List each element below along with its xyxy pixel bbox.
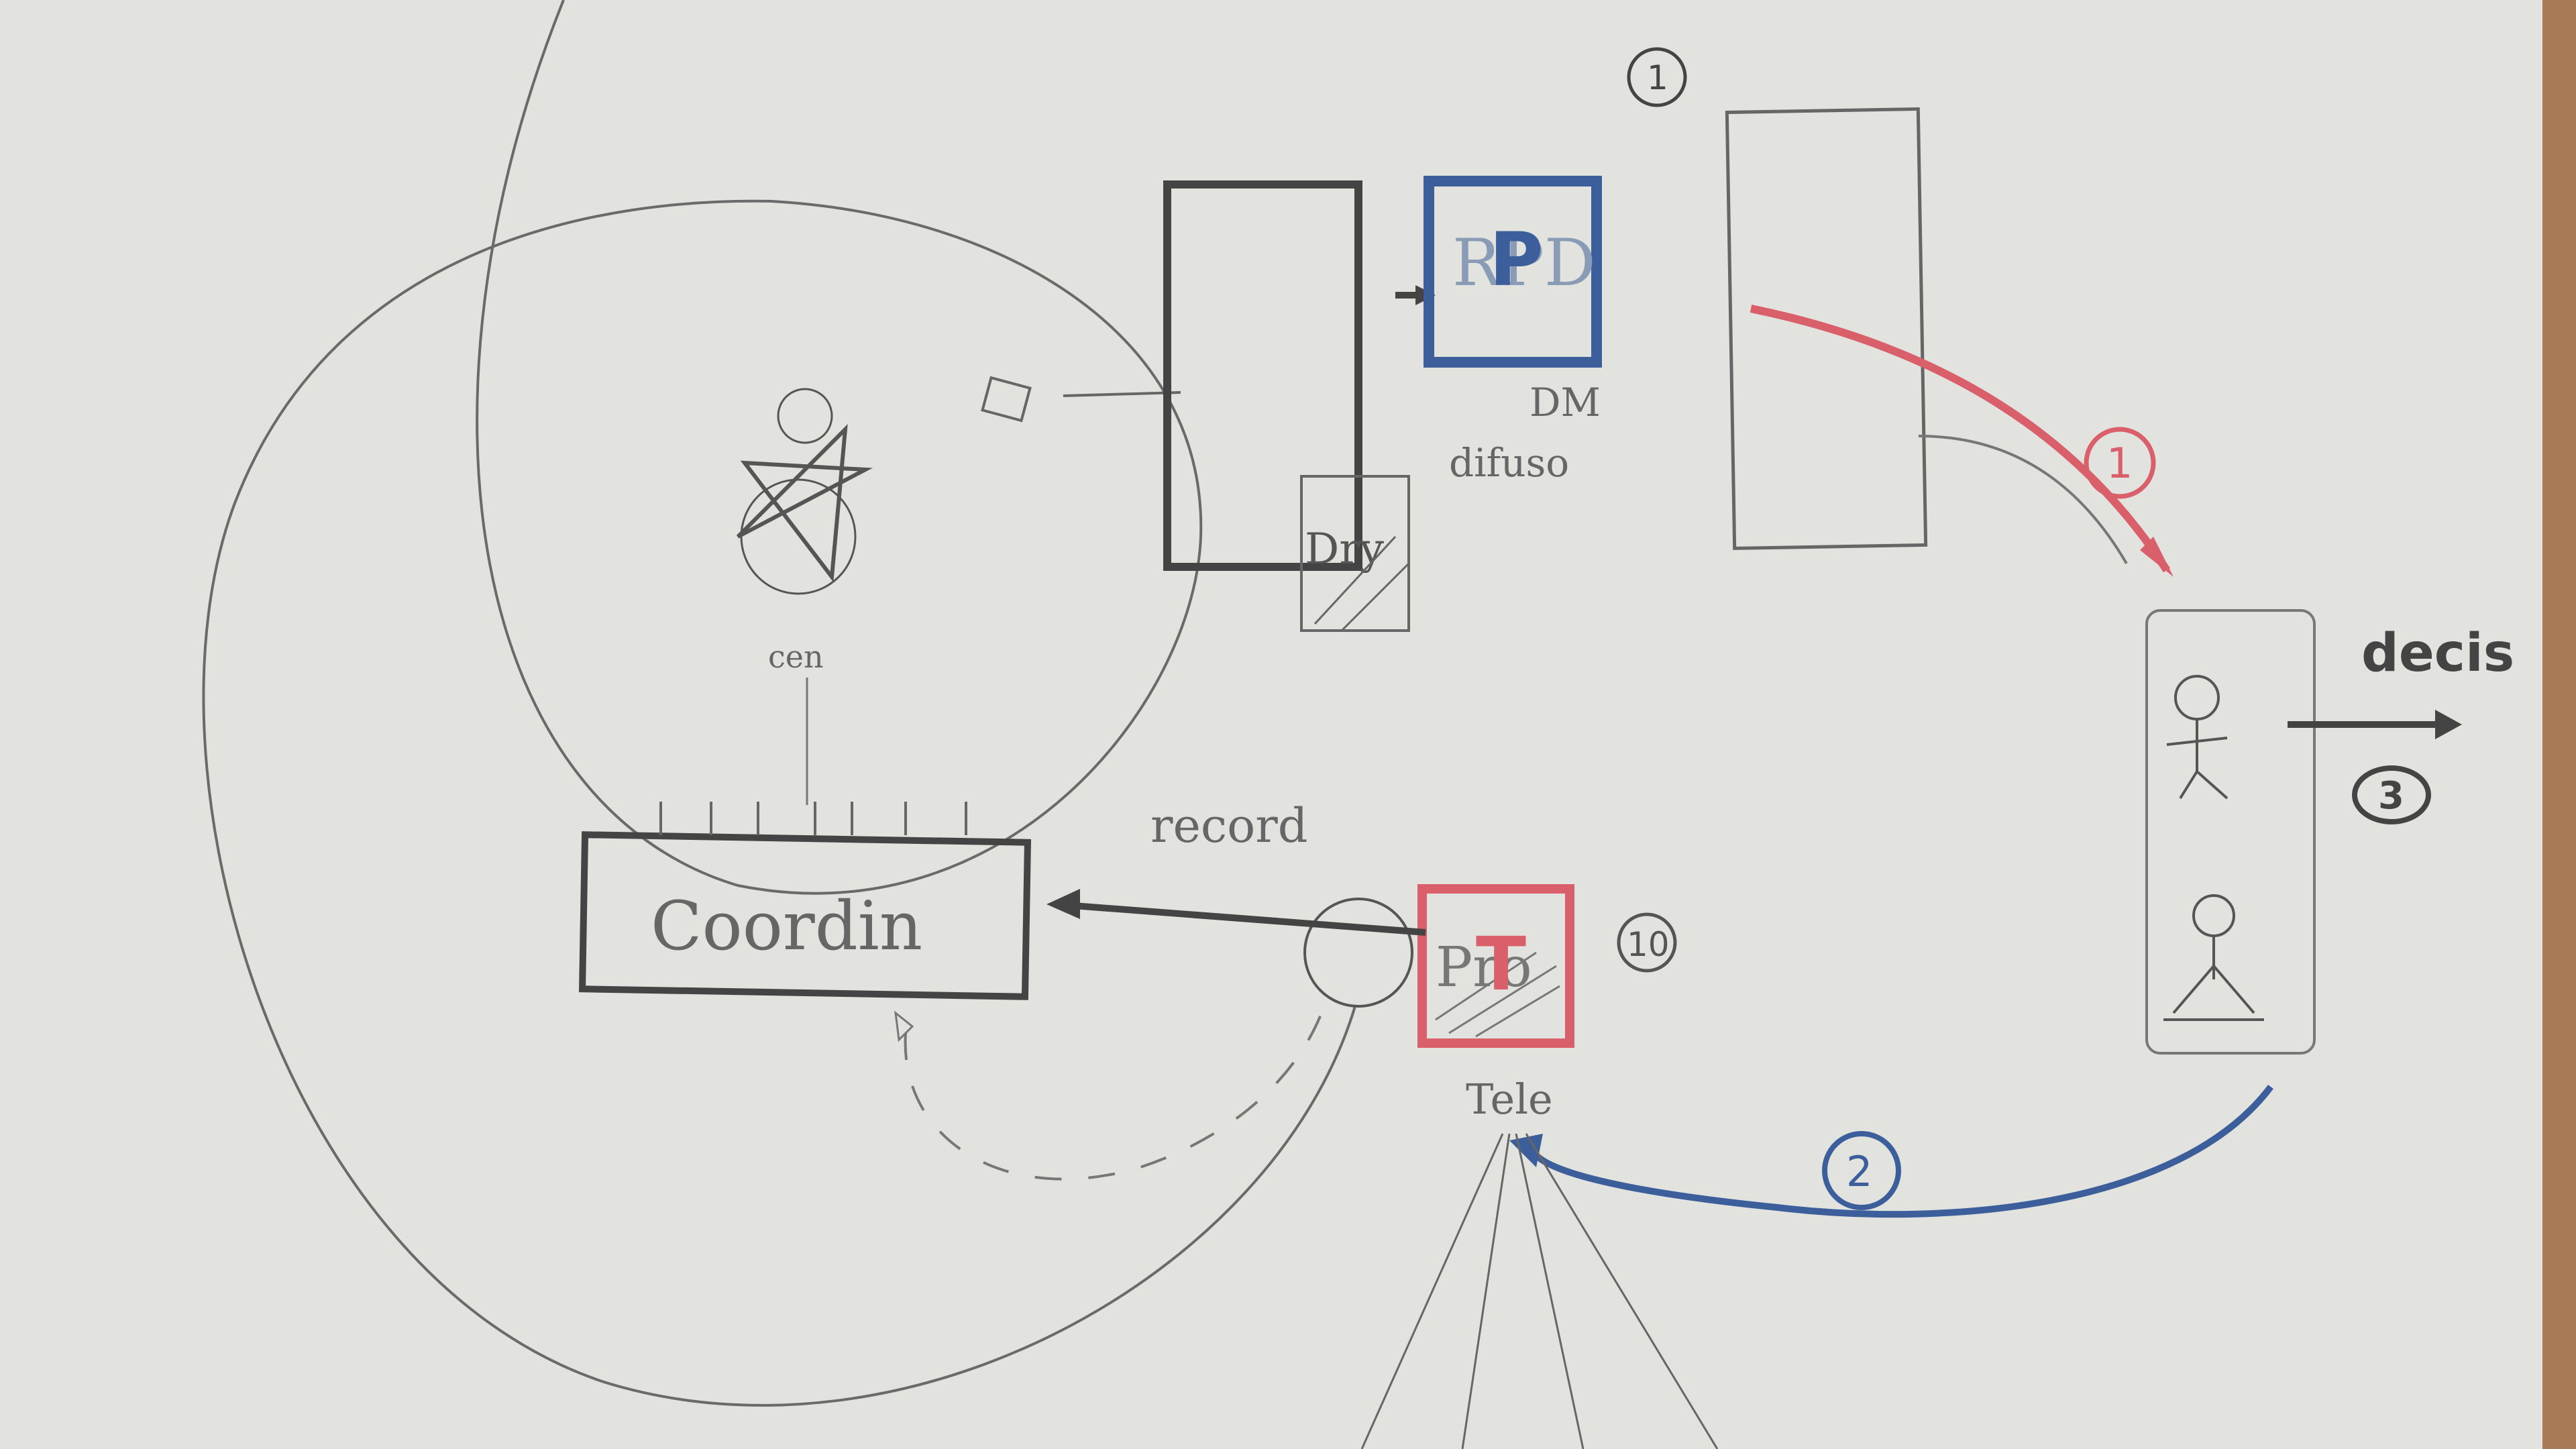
decision-label: decis — [2361, 623, 2514, 684]
person-icon-seated — [2163, 894, 2264, 1021]
blue-box — [1424, 176, 1602, 368]
tall-dark-rectangle — [1163, 180, 1362, 571]
circle-one-top — [1627, 47, 1687, 107]
circle-ten-text: 10 — [1627, 925, 1670, 964]
red-arrow-number: 1 — [2106, 439, 2133, 488]
record-label: record — [1150, 798, 1308, 853]
tele-label: Tele — [1466, 1075, 1553, 1124]
hatched-box — [1300, 475, 1410, 632]
tele-fan-lines — [1360, 1133, 1719, 1449]
coordin-ticks — [659, 802, 967, 835]
dm-label-line1: DM — [1529, 380, 1601, 425]
blue-arrow-number: 2 — [1846, 1147, 1872, 1196]
coordin-box-label: Coordin — [651, 887, 922, 965]
person-icon — [2166, 675, 2229, 800]
people-box — [2145, 609, 2316, 1055]
dashed-arc — [904, 992, 1330, 1181]
red-arrow-number-circle — [2084, 427, 2156, 499]
circle-one-top-text: 1 — [1647, 58, 1668, 97]
circle-ten — [1617, 912, 1677, 973]
star-symbol — [736, 388, 873, 595]
red-arrow — [1750, 305, 2171, 573]
red-box-scribble: Pro — [1436, 936, 1532, 1000]
red-box — [1417, 884, 1574, 1048]
dm-label-line2: difuso — [1449, 440, 1569, 486]
coordin-box — [578, 831, 1032, 1000]
small-circle — [1303, 898, 1413, 1008]
blue-box-scribble: RPD — [1452, 225, 1596, 301]
small-square — [981, 376, 1032, 423]
blue-arrow — [1529, 1084, 2273, 1218]
wood-table-edge — [2542, 0, 2576, 1449]
right-tall-rectangle — [1725, 107, 1928, 550]
large-circle-outline — [202, 0, 1356, 1407]
decision-number-circle — [2352, 765, 2431, 824]
record-arrow — [1073, 902, 1426, 936]
blue-arrow-number-circle — [1822, 1131, 1901, 1210]
decision-number: 3 — [2378, 774, 2404, 818]
center-label: cen — [768, 639, 824, 675]
blue-box-letter: P — [1489, 217, 1544, 303]
red-box-letter: T — [1476, 921, 1526, 1007]
small-box-scribble: Dry — [1305, 525, 1384, 574]
